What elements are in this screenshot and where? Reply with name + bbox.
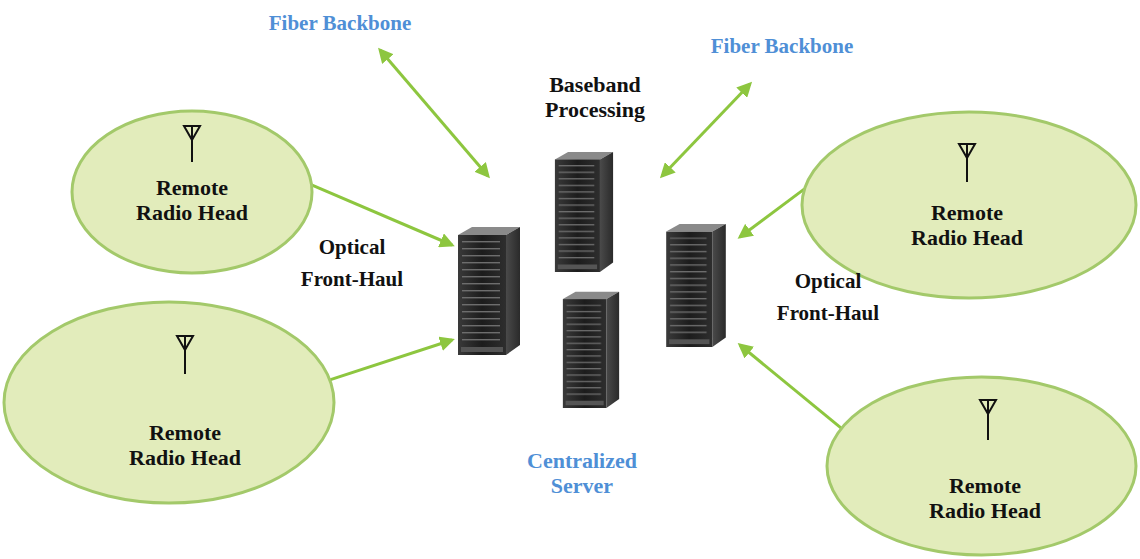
fronthaul-arrow xyxy=(740,345,842,428)
fronthaul-label: Optical Front-Haul xyxy=(769,266,887,329)
server-rack xyxy=(666,224,726,347)
server-rack xyxy=(555,152,613,272)
backbone-arrow xyxy=(662,84,750,176)
server-rack xyxy=(458,227,520,355)
backbone-arrow xyxy=(380,50,488,176)
backbone-label: Fiber Backbone xyxy=(711,31,854,63)
fronthaul-arrow xyxy=(740,189,805,237)
server-rack xyxy=(563,292,619,408)
server-cluster: Baseband ProcessingCentralized Server xyxy=(452,65,740,510)
fronthaul-label: Optical Front-Haul xyxy=(293,232,411,295)
radio-head-ellipse: Remote Radio Head xyxy=(70,109,314,275)
node-title: Remote Radio Head xyxy=(923,473,1047,524)
fronthaul-arrow xyxy=(330,340,452,380)
radio-head-ellipse: Remote Radio Head xyxy=(825,375,1138,557)
node-title: Baseband Processing xyxy=(530,72,660,123)
node-title: Remote Radio Head xyxy=(123,420,247,471)
node-title: Remote Radio Head xyxy=(130,175,254,226)
ellipse-outline xyxy=(2,300,336,505)
node-caption: Centralized Server xyxy=(515,448,650,499)
radio-head-ellipse: Remote Radio Head xyxy=(2,300,336,505)
ellipse-outline xyxy=(825,375,1138,557)
node-title: Remote Radio Head xyxy=(905,200,1029,251)
backbone-label: Fiber Backbone xyxy=(269,8,412,40)
